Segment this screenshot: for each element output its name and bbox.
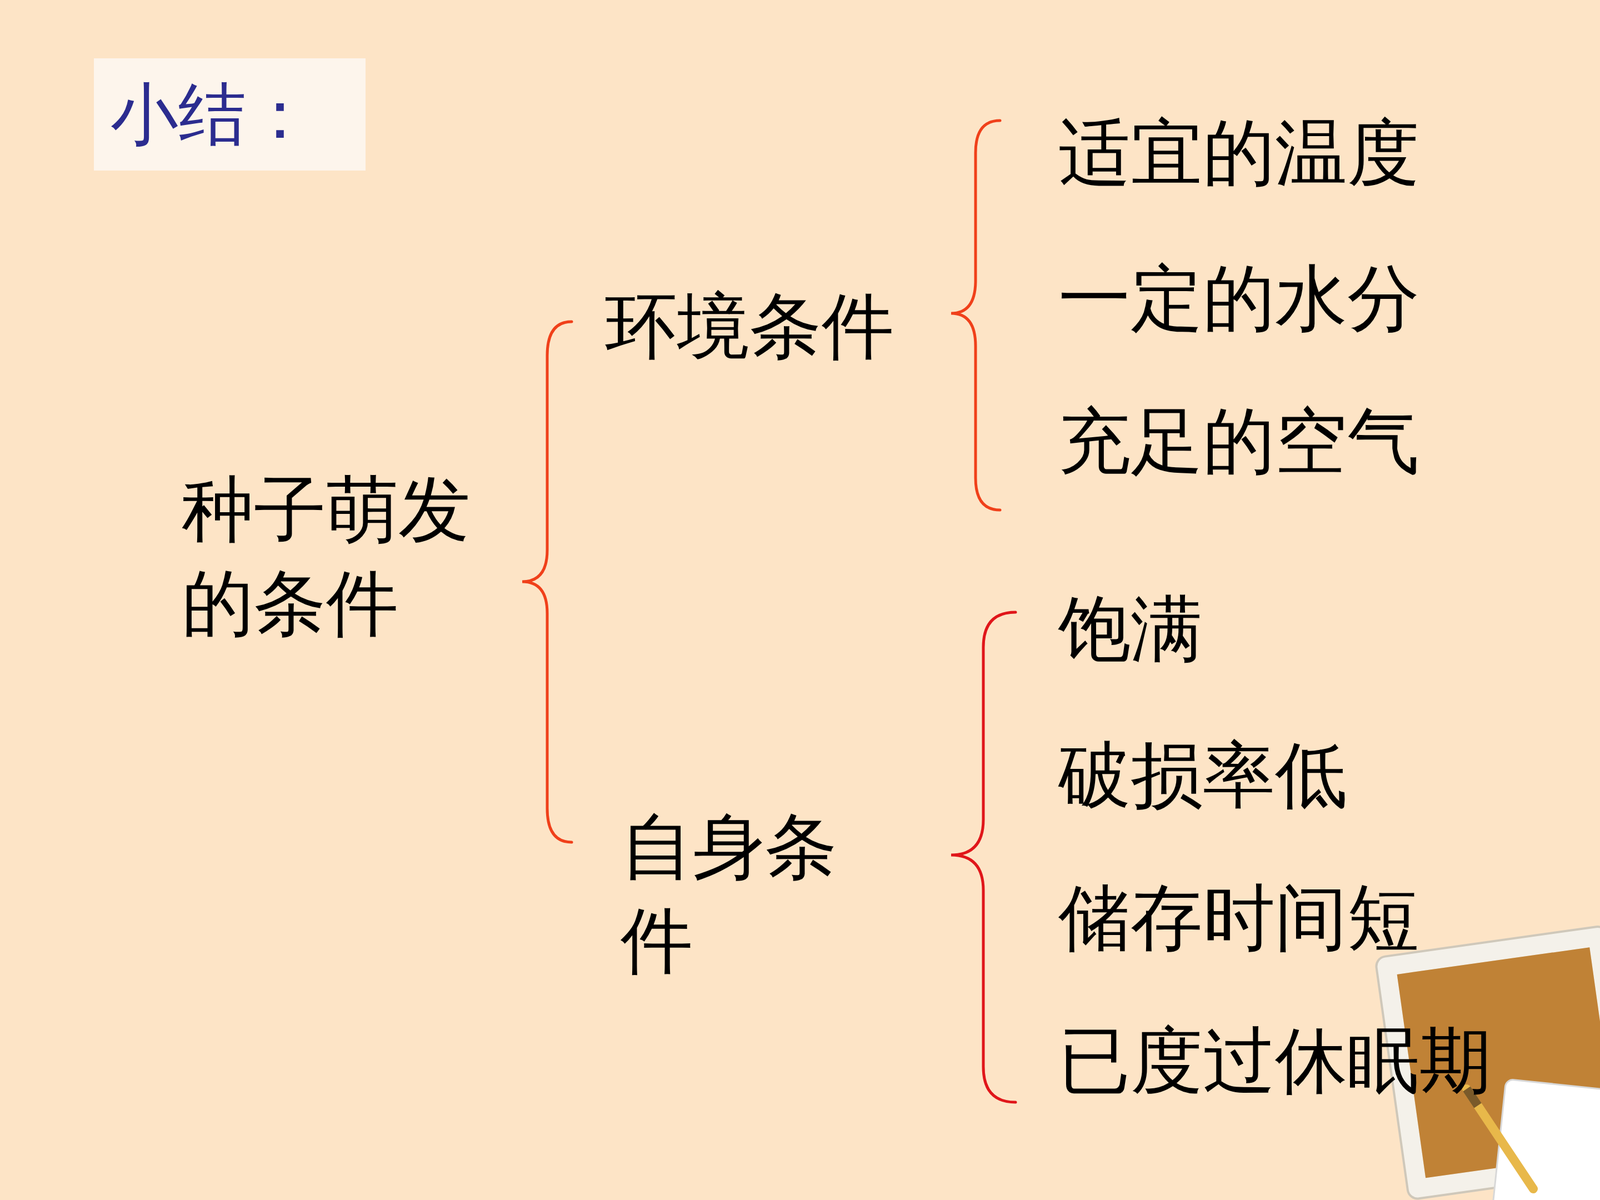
environment-brace [951,120,1000,510]
tree-label: 一定的水分 [1058,251,1420,346]
main-brace [522,321,572,843]
tree-label: 饱满 [1058,582,1203,677]
self-brace [951,612,1016,1103]
slide-title: 小结： [110,58,314,171]
tree-label: 种子萌发的条件 [181,462,485,651]
tree-label: 充足的空气 [1058,394,1420,489]
pencil-icon [1466,1088,1534,1189]
tree-label: 自身条件 [620,800,852,988]
tree-label: 适宜的温度 [1058,106,1420,200]
tree-label: 破损率低 [1058,728,1348,823]
title-panel: 小结： [93,58,366,171]
tree-label: 环境条件 [605,279,894,374]
tree-label: 已度过休眠期 [1058,1013,1492,1108]
paper-icon [1491,1078,1600,1200]
tree-label: 储存时间短 [1058,871,1420,965]
